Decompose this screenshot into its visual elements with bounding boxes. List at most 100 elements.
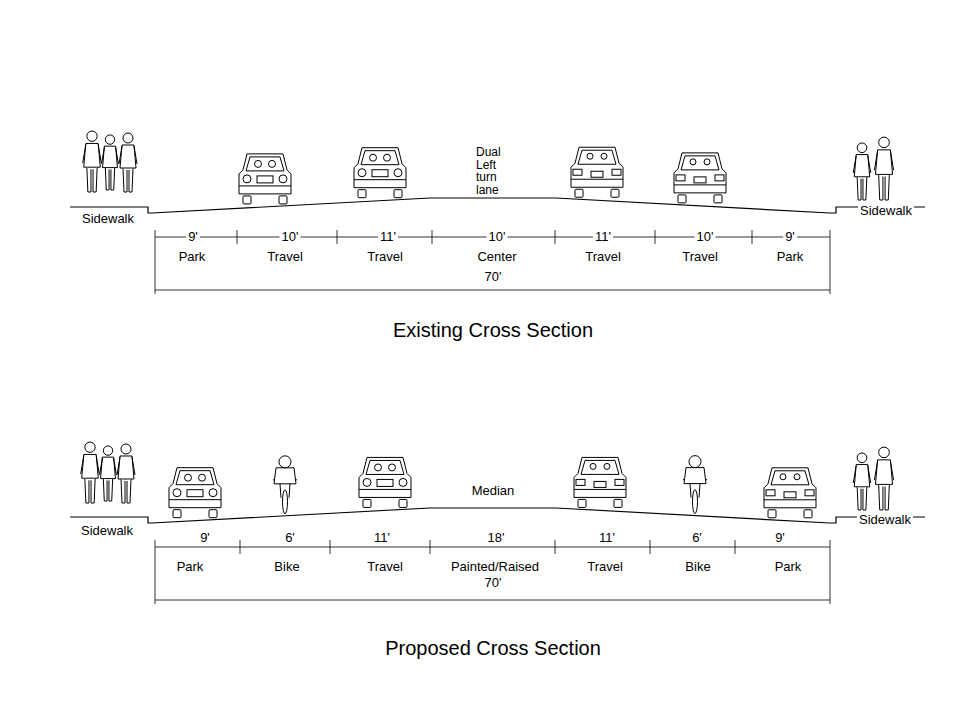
label-position: 10' xyxy=(695,230,716,245)
lane-name: Travel xyxy=(583,250,623,265)
pedestrian xyxy=(853,143,870,200)
pedestrian xyxy=(81,442,100,503)
dimension: 6' xyxy=(283,531,297,546)
dimension: 11' xyxy=(597,531,617,546)
lane-name: Travel xyxy=(365,250,405,265)
pedestrian xyxy=(119,133,137,192)
label-position: Sidewalk xyxy=(79,524,135,539)
dimension: 9' xyxy=(198,531,212,546)
dimension: 11' xyxy=(372,531,392,546)
sidewalk-label: Sidewalk xyxy=(857,513,913,528)
pedestrian xyxy=(100,446,117,501)
label-position: 11' xyxy=(597,531,617,546)
label-position: Sidewalk xyxy=(80,212,136,227)
dimension: 9' xyxy=(186,230,200,245)
road-surface xyxy=(70,508,925,523)
lane-name: Bike xyxy=(683,560,712,575)
label-position: Travel xyxy=(265,250,305,265)
label-position: Existing Cross Section xyxy=(391,319,595,342)
label-position: Median xyxy=(470,484,517,499)
pedestrian xyxy=(83,131,102,192)
dimension: 11' xyxy=(593,230,613,245)
dimension: 9' xyxy=(773,531,787,546)
lane-name: Travel xyxy=(365,560,405,575)
label-position: Park xyxy=(775,250,806,265)
median-label: Median xyxy=(470,484,517,499)
label-position: 70' xyxy=(483,576,504,591)
label-position: Park xyxy=(177,250,208,265)
label-position: 9' xyxy=(186,230,200,245)
lane-name: Park xyxy=(773,560,804,575)
cyclist xyxy=(273,456,297,514)
road-surface xyxy=(70,198,925,213)
pedestrian xyxy=(853,453,870,510)
dimension-lines xyxy=(155,230,830,294)
label-position: 9' xyxy=(198,531,212,546)
label-position: Sidewalk xyxy=(857,513,913,528)
total-width: 70' xyxy=(483,576,504,591)
lane-name: Center xyxy=(475,250,518,265)
sidewalk-label: Sidewalk xyxy=(858,204,914,219)
pedestrian xyxy=(117,444,135,503)
label-position: 10' xyxy=(280,230,301,245)
cyclist xyxy=(683,456,707,514)
label-position: Bike xyxy=(272,560,301,575)
car xyxy=(764,468,816,518)
lane-name: Travel xyxy=(680,250,720,265)
total-width: 70' xyxy=(483,270,504,285)
label-position: Sidewalk xyxy=(858,204,914,219)
lane-name: Travel xyxy=(265,250,305,265)
car xyxy=(571,147,623,197)
label-position: Proposed Cross Section xyxy=(383,637,603,660)
dimension: 11' xyxy=(378,230,398,245)
car xyxy=(674,153,726,203)
label-position: 6' xyxy=(283,531,297,546)
dimension: 6' xyxy=(690,531,704,546)
pedestrian xyxy=(874,137,893,200)
dimension: 10' xyxy=(695,230,716,245)
label-position: 11' xyxy=(593,230,613,245)
label-position: Dual Left turn lane xyxy=(474,146,512,196)
label-position: 70' xyxy=(483,270,504,285)
dimension: 10' xyxy=(280,230,301,245)
lane-name: Park xyxy=(177,250,208,265)
dimension-lines xyxy=(155,540,830,604)
label-position: Park xyxy=(175,560,206,575)
label-position: 6' xyxy=(690,531,704,546)
lane-name: Travel xyxy=(585,560,625,575)
dimension: 9' xyxy=(783,230,797,245)
sidewalk-label: Sidewalk xyxy=(79,524,135,539)
car xyxy=(169,468,221,518)
label-position: 11' xyxy=(372,531,392,546)
sidewalk-label: Sidewalk xyxy=(80,212,136,227)
label-position: 9' xyxy=(773,531,787,546)
label-position: Painted/Raised xyxy=(449,560,541,575)
label-position: Center xyxy=(475,250,518,265)
lane-name: Park xyxy=(175,560,206,575)
pedestrian xyxy=(102,135,119,190)
section-title: Proposed Cross Section xyxy=(383,637,603,660)
car xyxy=(359,457,411,507)
label-position: Travel xyxy=(365,250,405,265)
dimension: 10' xyxy=(487,230,508,245)
section-title: Existing Cross Section xyxy=(391,319,595,342)
label-position: 9' xyxy=(783,230,797,245)
dimension: 18' xyxy=(486,531,507,546)
label-position: Travel xyxy=(583,250,623,265)
lane-note: Dual Left turn lane xyxy=(474,146,512,196)
label-position: 11' xyxy=(378,230,398,245)
car xyxy=(574,457,626,507)
pedestrian xyxy=(874,447,893,510)
car xyxy=(239,154,291,204)
label-position: 10' xyxy=(487,230,508,245)
car xyxy=(354,148,406,198)
label-position: Travel xyxy=(365,560,405,575)
label-position: Travel xyxy=(680,250,720,265)
label-position: 18' xyxy=(486,531,507,546)
lane-name: Park xyxy=(775,250,806,265)
label-position: Bike xyxy=(683,560,712,575)
lane-name: Painted/Raised xyxy=(449,560,541,575)
label-position: Travel xyxy=(585,560,625,575)
